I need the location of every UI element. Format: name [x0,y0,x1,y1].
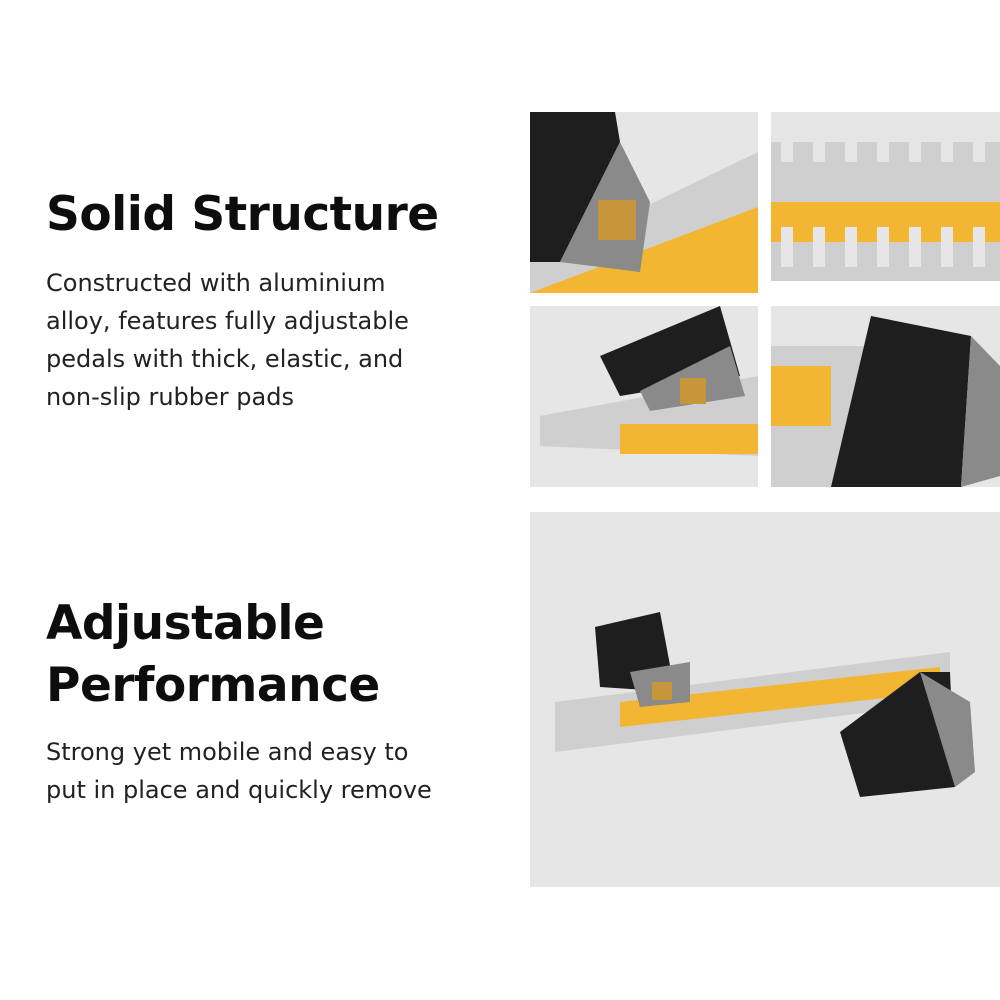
heading-line: Performance [46,658,380,713]
text-line: pedals with thick, elastic, and [46,345,404,373]
solid-structure-description: Constructed with aluminium alloy, featur… [46,264,516,416]
heading-adjustable-performance: Adjustable Performance [46,593,380,717]
heading-line: Adjustable [46,596,325,651]
text-line: non-slip rubber pads [46,383,294,411]
photo-pedal-closeup [530,112,758,293]
photo-rail-teeth [771,112,1000,281]
photo-starting-block-full [530,512,1000,887]
text-line: Strong yet mobile and easy to [46,738,409,766]
text-line: alloy, features fully adjustable [46,307,409,335]
adjustable-performance-description: Strong yet mobile and easy to put in pla… [46,733,516,809]
photo-pedal-top [771,306,1000,487]
text-line: put in place and quickly remove [46,776,432,804]
photo-pedal-side [530,306,758,487]
text-line: Constructed with aluminium [46,269,386,297]
heading-solid-structure: Solid Structure [46,187,439,242]
